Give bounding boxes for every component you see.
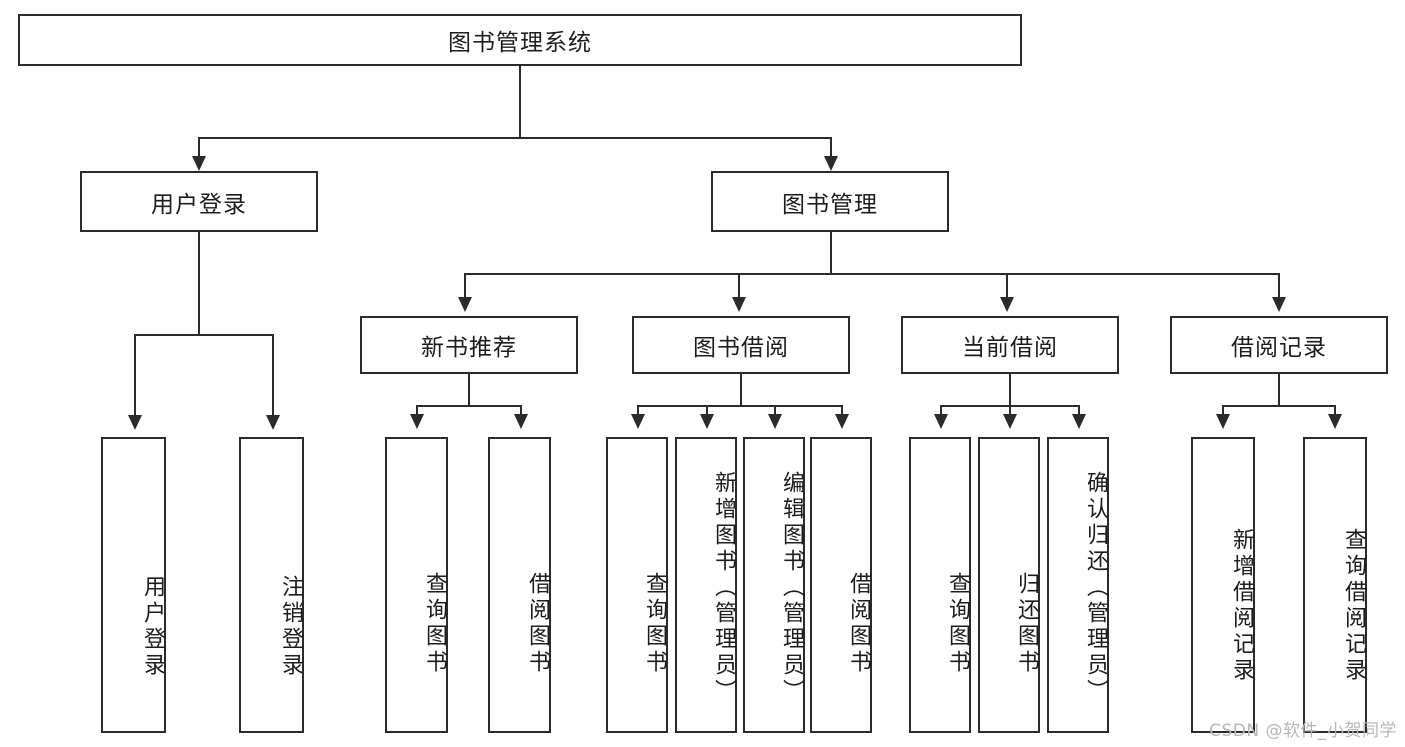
connector-book-manage-bus: [464, 273, 1280, 275]
leaf-confirm-return[interactable]: 确认归还（管理员）: [1047, 437, 1109, 733]
arrow-to-leaf-query-record: [1328, 414, 1342, 429]
node-user-login-label: 用户登录: [151, 191, 247, 218]
arrow-to-leaf-confirm-return: [1072, 414, 1086, 429]
arrow-to-leaf-return-book: [1003, 414, 1017, 429]
arrow-to-leaf-logout: [266, 415, 280, 430]
connector-book-manage-stem: [830, 232, 832, 275]
node-root[interactable]: 图书管理系统: [18, 14, 1022, 66]
leaf-add-record[interactable]: 新增借阅记录: [1191, 437, 1255, 733]
arrow-to-leaf-add-book: [700, 414, 714, 429]
arrow-root-to-book-manage: [824, 156, 838, 171]
leaf-query-book-2[interactable]: 查询图书: [606, 437, 668, 733]
connector-root-to-book-manage: [830, 137, 832, 160]
leaf-borrow-book-1-label: 借阅图书: [525, 572, 550, 676]
leaf-borrow-book-1[interactable]: 借阅图书: [488, 437, 551, 733]
connector-nbr-c2: [520, 405, 522, 420]
node-book-manage-label: 图书管理: [782, 191, 878, 218]
connector-cb-c1: [940, 405, 942, 420]
node-book-borrow-label: 图书借阅: [693, 335, 789, 361]
leaf-borrow-book-2-label: 借阅图书: [846, 572, 871, 676]
leaf-add-book[interactable]: 新增图书（管理员）: [675, 437, 737, 733]
connector-user-login-right: [272, 334, 274, 418]
connector-new-book-rec-bus: [416, 405, 522, 407]
connector-to-current-borrow: [1006, 273, 1008, 300]
node-root-label: 图书管理系统: [448, 30, 592, 56]
arrow-to-borrow-record: [1272, 297, 1286, 312]
node-new-book-rec[interactable]: 新书推荐: [360, 316, 578, 374]
connector-bb-c4: [841, 405, 843, 420]
leaf-logout-label: 注销登录: [278, 575, 303, 679]
connector-br-c1: [1222, 405, 1224, 420]
node-book-manage[interactable]: 图书管理: [711, 171, 949, 232]
connector-cb-c3: [1078, 405, 1080, 420]
node-borrow-record-label: 借阅记录: [1231, 335, 1327, 361]
connector-root-bus: [198, 137, 832, 139]
connector-current-borrow-stem: [1009, 374, 1011, 407]
leaf-query-book-3-label: 查询图书: [945, 572, 970, 676]
leaf-query-book-2-label: 查询图书: [642, 572, 667, 676]
leaf-edit-book[interactable]: 编辑图书（管理员）: [743, 437, 805, 733]
connector-book-borrow-bus: [637, 405, 843, 407]
connector-nbr-c1: [416, 405, 418, 420]
leaf-query-book-1-label: 查询图书: [422, 572, 447, 676]
arrow-to-leaf-query-book-1: [410, 414, 424, 429]
leaf-add-record-label: 新增借阅记录: [1229, 528, 1254, 684]
node-new-book-rec-label: 新书推荐: [421, 335, 517, 361]
arrow-to-leaf-query-book-3: [934, 414, 948, 429]
leaf-user-login[interactable]: 用户登录: [101, 437, 166, 733]
arrow-to-leaf-borrow-book-1: [514, 414, 528, 429]
leaf-confirm-return-label: 确认归还（管理员）: [1083, 471, 1108, 705]
leaf-query-book-1[interactable]: 查询图书: [385, 437, 448, 733]
leaf-query-book-3[interactable]: 查询图书: [909, 437, 971, 733]
leaf-query-record-label: 查询借阅记录: [1341, 528, 1366, 684]
node-user-login[interactable]: 用户登录: [80, 171, 318, 232]
leaf-query-record[interactable]: 查询借阅记录: [1303, 437, 1367, 733]
leaf-edit-book-label: 编辑图书（管理员）: [779, 471, 804, 705]
leaf-return-book-label: 归还图书: [1014, 572, 1039, 676]
connector-bb-c2: [706, 405, 708, 420]
arrow-to-leaf-add-record: [1216, 414, 1230, 429]
arrow-to-leaf-borrow-book-2: [835, 414, 849, 429]
connector-user-login-left: [134, 334, 136, 418]
arrow-to-leaf-user-login: [128, 415, 142, 430]
arrow-to-new-book-rec: [458, 297, 472, 312]
connector-root-stem: [519, 66, 521, 139]
connector-book-borrow-stem: [740, 374, 742, 407]
leaf-return-book[interactable]: 归还图书: [978, 437, 1040, 733]
node-current-borrow-label: 当前借阅: [962, 335, 1058, 361]
connector-user-login-stem: [198, 232, 200, 336]
arrow-root-to-user-login: [192, 156, 206, 171]
connector-to-borrow-record: [1278, 273, 1280, 300]
node-current-borrow[interactable]: 当前借阅: [901, 316, 1119, 374]
connector-new-book-rec-stem: [468, 374, 470, 407]
arrow-to-leaf-edit-book: [768, 414, 782, 429]
node-borrow-record[interactable]: 借阅记录: [1170, 316, 1388, 374]
connector-to-new-book-rec: [464, 273, 466, 300]
connector-bb-c1: [637, 405, 639, 420]
connector-br-c2: [1334, 405, 1336, 420]
leaf-add-book-label: 新增图书（管理员）: [711, 471, 736, 705]
connector-borrow-record-bus: [1222, 405, 1336, 407]
node-book-borrow[interactable]: 图书借阅: [632, 316, 850, 374]
connector-user-login-bus: [134, 334, 274, 336]
watermark-text: CSDN @软件_小贺同学: [1209, 721, 1397, 741]
leaf-user-login-label: 用户登录: [140, 575, 165, 679]
leaf-borrow-book-2[interactable]: 借阅图书: [810, 437, 872, 733]
connector-cb-c2: [1009, 405, 1011, 420]
arrow-to-leaf-query-book-2: [631, 414, 645, 429]
connector-borrow-record-stem: [1278, 374, 1280, 407]
connector-to-book-borrow: [738, 273, 740, 300]
arrow-to-current-borrow: [1000, 297, 1014, 312]
connector-root-to-user-login: [198, 137, 200, 160]
connector-bb-c3: [774, 405, 776, 420]
leaf-logout[interactable]: 注销登录: [239, 437, 304, 733]
arrow-to-book-borrow: [732, 297, 746, 312]
